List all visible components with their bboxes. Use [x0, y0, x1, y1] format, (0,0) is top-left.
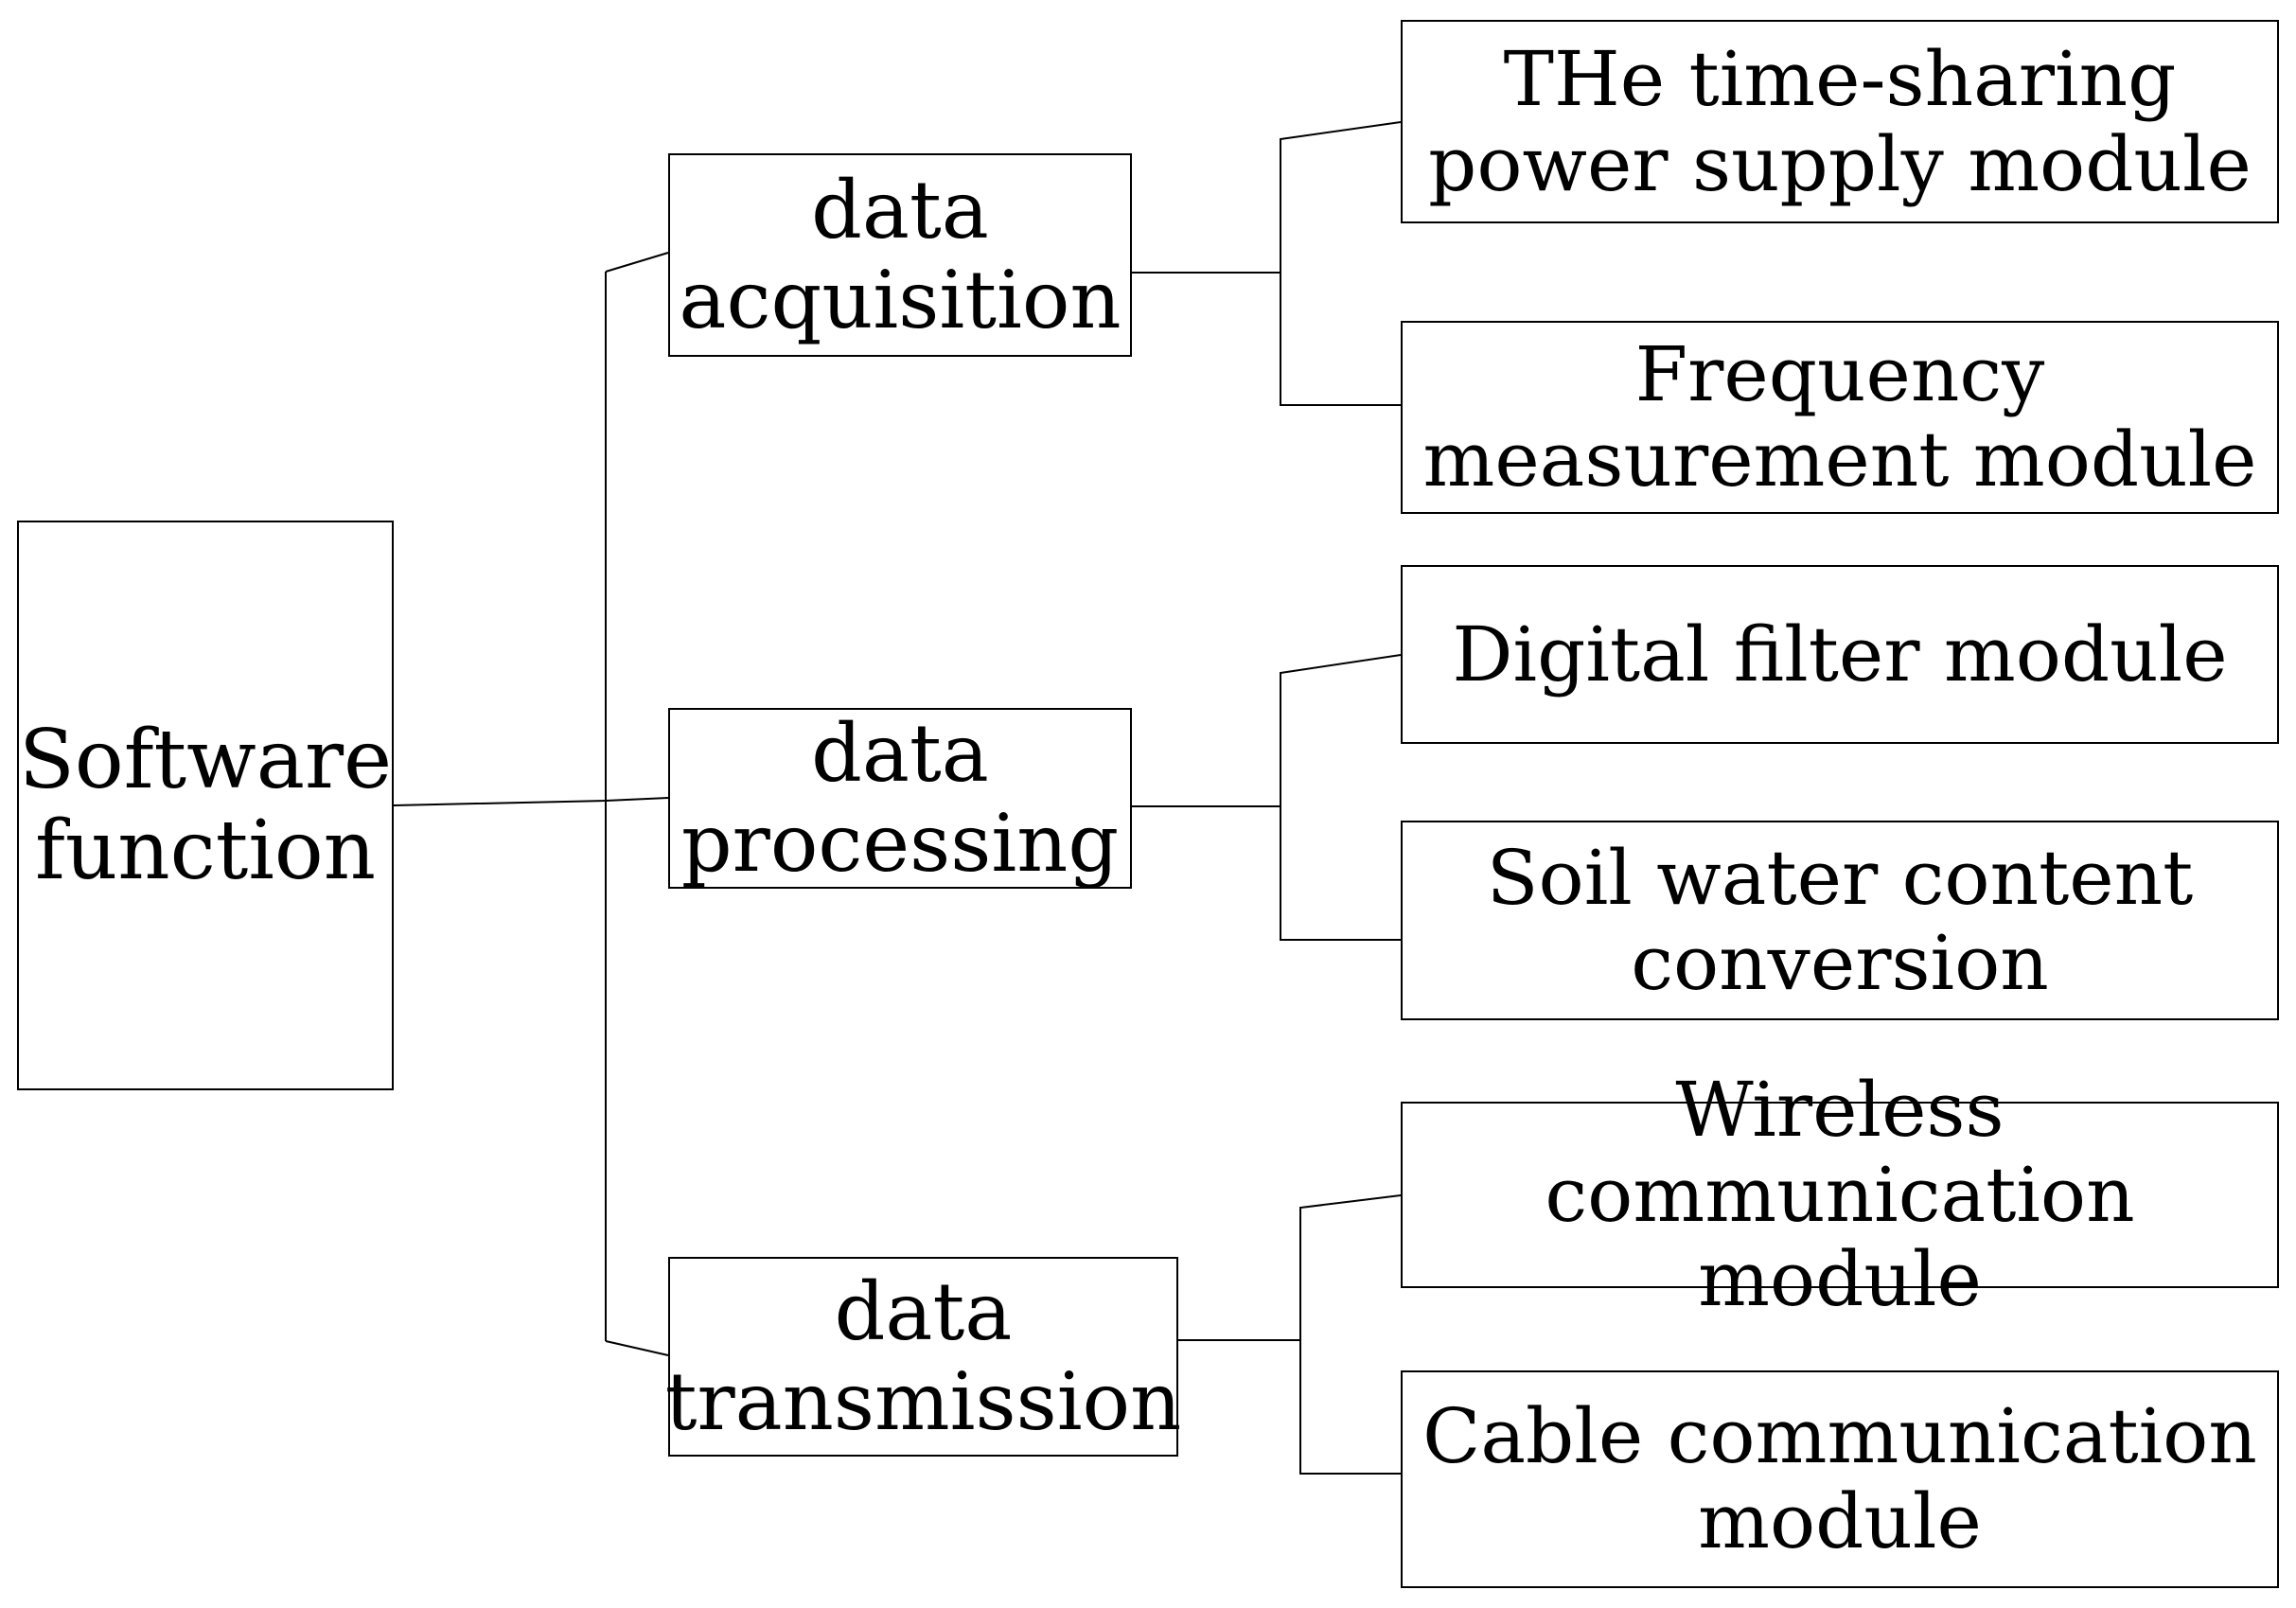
connector-root-trunk	[393, 797, 669, 806]
connector-processing-split	[1280, 654, 1402, 941]
node-data-acquisition: data acquisition	[668, 153, 1132, 357]
node-label: data transmission	[664, 1265, 1182, 1448]
node-label: Cable communication module	[1422, 1392, 2257, 1565]
node-software-function: Software function	[17, 521, 394, 1090]
connector-branch-acquisition	[605, 252, 669, 273]
node-label: THe time-sharing power supply module	[1428, 34, 2252, 208]
connector-branch-transmission	[605, 1340, 669, 1356]
node-cable-communication: Cable communication module	[1401, 1370, 2279, 1588]
node-label: Digital filter module	[1452, 610, 2228, 698]
node-label: data processing	[680, 707, 1120, 890]
connector-acquisition-split	[1280, 121, 1402, 406]
node-digital-filter: Digital filter module	[1401, 565, 2279, 744]
node-label: Soil water content conversion	[1486, 833, 2194, 1007]
node-wireless-communication: Wireless communication module	[1401, 1068, 2279, 1322]
node-frequency-measurement: Frequency measurement module	[1401, 321, 2279, 514]
node-label: Wireless communication module	[1545, 1066, 2135, 1324]
node-soil-water-conversion: Soil water content conversion	[1401, 821, 2279, 1020]
node-label: Software function	[19, 712, 392, 898]
node-data-processing: data processing	[668, 708, 1132, 889]
node-time-sharing-power-supply: THe time-sharing power supply module	[1401, 20, 2279, 223]
node-label: data acquisition	[679, 164, 1122, 346]
node-label: Frequency measurement module	[1422, 330, 2257, 504]
node-data-transmission: data transmission	[664, 1257, 1182, 1457]
connector-transmission-split	[1299, 1194, 1402, 1475]
